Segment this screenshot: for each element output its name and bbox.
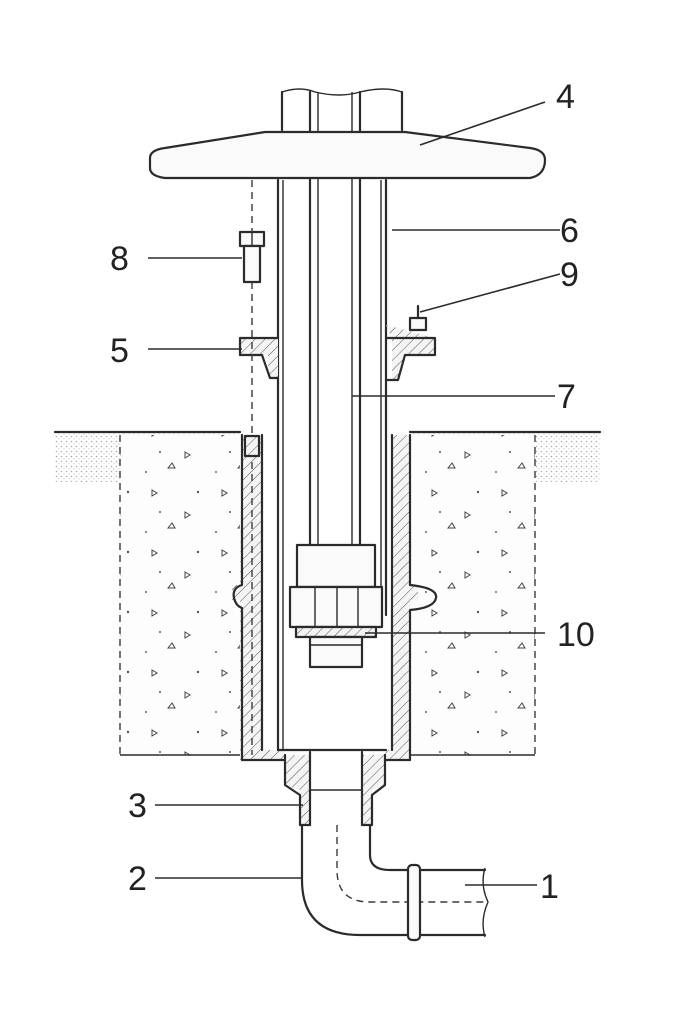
leader-lines <box>148 101 561 886</box>
part-label-1: 1 <box>540 868 559 906</box>
part-label-4: 4 <box>556 78 575 116</box>
flange-ring <box>238 325 437 382</box>
cover-cap <box>148 130 547 180</box>
part-label-2: 2 <box>128 860 147 898</box>
part-label-5: 5 <box>110 332 129 370</box>
outer-casing <box>276 178 388 752</box>
coupling-nut <box>288 543 384 669</box>
part-label-8: 8 <box>110 240 129 278</box>
bolt <box>238 180 266 755</box>
set-screw <box>408 304 428 332</box>
part-label-10: 10 <box>557 616 595 654</box>
sleeve-housing <box>232 433 438 762</box>
part-label-7: 7 <box>557 378 576 416</box>
elbow-pipe <box>300 823 489 942</box>
reducer-socket <box>283 750 387 827</box>
part-label-6: 6 <box>560 212 579 250</box>
part-label-9: 9 <box>560 256 579 294</box>
part-label-3: 3 <box>128 787 147 825</box>
concrete-foundation <box>119 435 536 756</box>
